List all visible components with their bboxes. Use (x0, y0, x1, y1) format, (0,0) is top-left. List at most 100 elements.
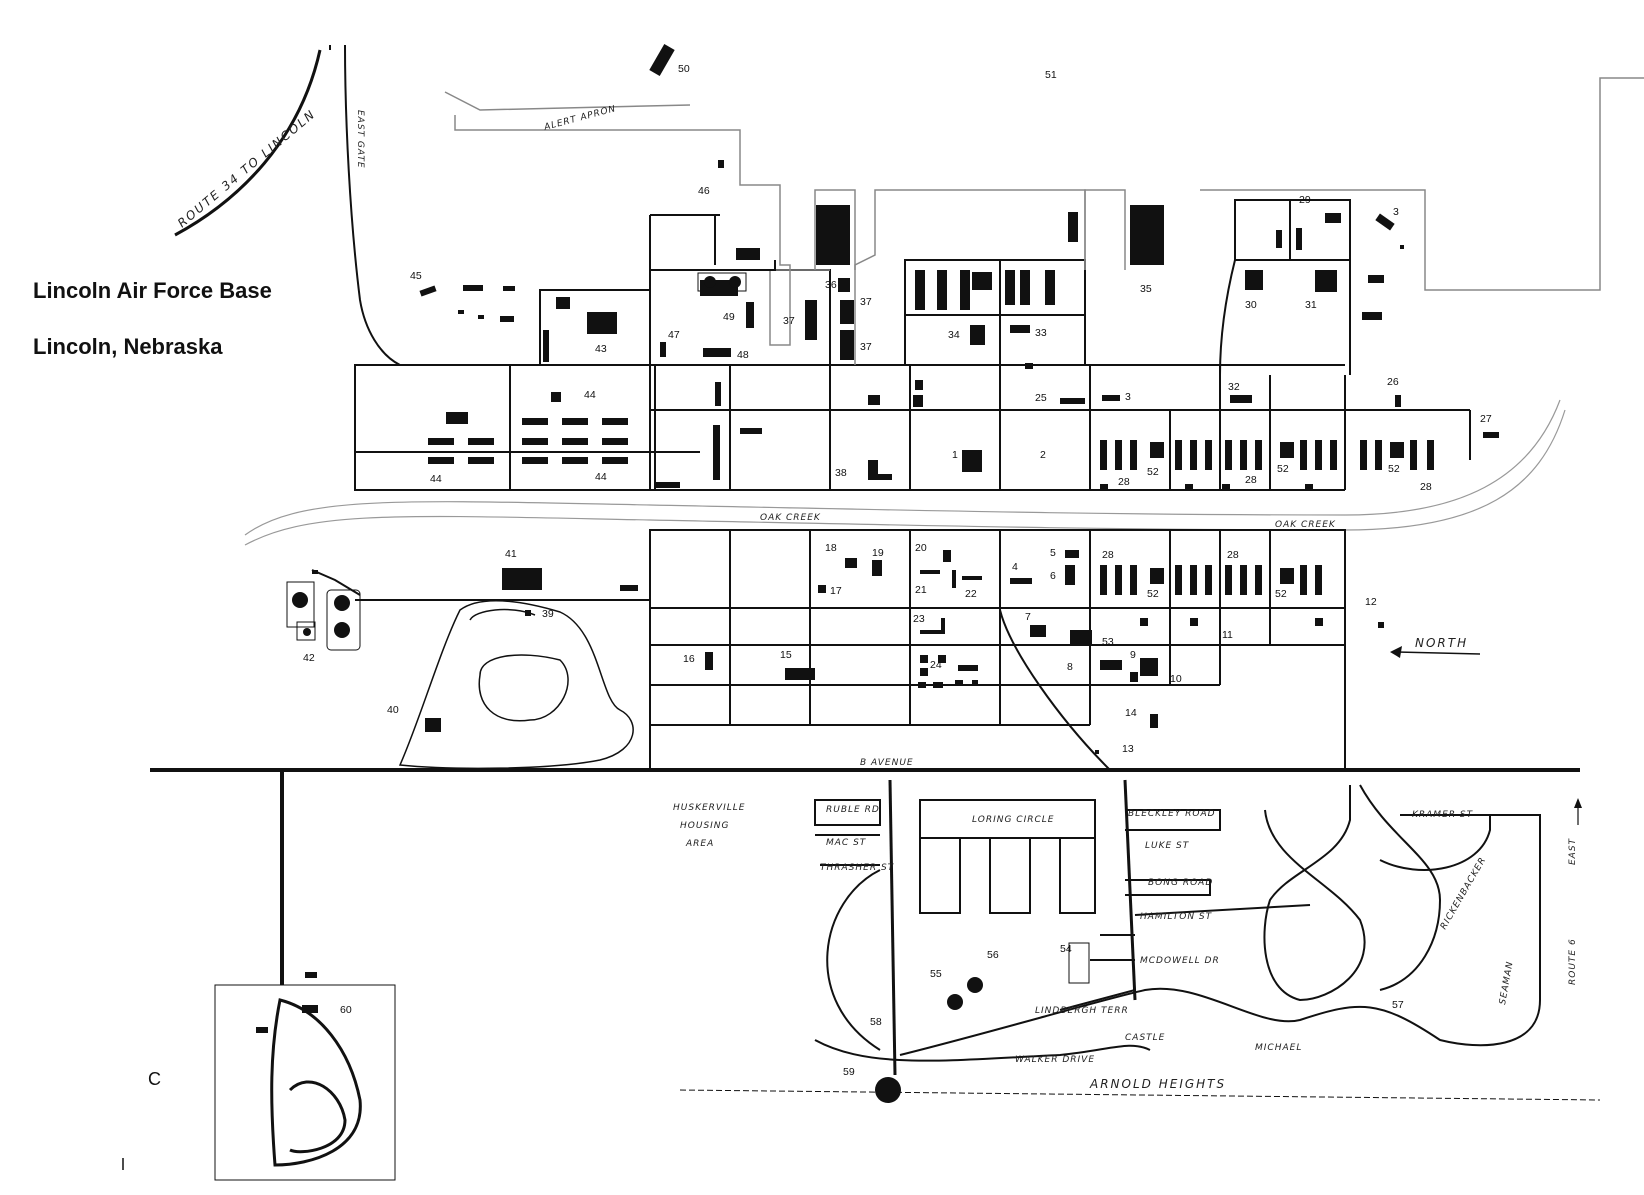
bldg-label-18: 18 (825, 542, 837, 554)
bldg-label-37c: 37 (860, 341, 872, 353)
bldg-label-22: 22 (965, 588, 977, 600)
bldg-label-1: 1 (952, 449, 958, 461)
bldg-label-30: 30 (1245, 299, 1257, 311)
bldg-label-52a: 52 (1147, 466, 1159, 478)
bldg-label-40: 40 (387, 704, 399, 716)
bldg-label-5: 5 (1050, 547, 1056, 559)
huskerville-label-2: HOUSING (680, 821, 730, 831)
map-title-block: Lincoln Air Force Base Lincoln, Nebraska (33, 280, 272, 392)
east-label: EAST (1568, 837, 1578, 865)
bldg-label-45: 45 (410, 270, 422, 282)
east-gate-label: EAST GATE (355, 110, 365, 169)
bldg-label-6: 6 (1050, 570, 1056, 582)
bldg-label-38: 38 (835, 467, 847, 479)
bldg-label-2: 2 (1040, 449, 1046, 461)
map-subtitle: Lincoln, Nebraska (33, 334, 223, 359)
bldg-label-15: 15 (780, 649, 792, 661)
bldg-label-19: 19 (872, 547, 884, 559)
bldg-label-28d: 28 (1102, 549, 1114, 561)
bldg-label-55: 55 (930, 968, 942, 980)
bldg-label-54: 54 (1060, 943, 1072, 955)
lindbergh-terr-label: LINDBERGH TERR (1035, 1006, 1129, 1016)
bldg-label-41: 41 (505, 548, 517, 560)
bldg-label-39: 39 (542, 608, 554, 620)
bldg-label-4: 4 (1012, 561, 1018, 573)
bldg-label-21: 21 (915, 584, 927, 596)
route-34-label: ROUTE 34 TO LINCOLN (175, 107, 319, 231)
building-number-labels: 1 2 3 3 4 5 6 7 8 9 10 11 12 13 14 15 16… (303, 63, 1492, 1078)
bldg-label-59: 59 (843, 1066, 855, 1078)
bldg-label-11: 11 (1222, 629, 1233, 641)
bldg-label-24: 24 (930, 659, 942, 671)
bldg-label-12: 12 (1365, 596, 1377, 608)
bldg-label-16: 16 (683, 653, 695, 665)
creek-label-right: OAK CREEK (1275, 520, 1336, 530)
bldg-label-29: 29 (1299, 194, 1311, 206)
bldg-label-33: 33 (1035, 327, 1047, 339)
fuel-tank-outlines (286, 272, 747, 651)
bldg-label-20: 20 (915, 542, 927, 554)
bldg-label-17: 17 (830, 585, 842, 597)
bldg-label-13: 13 (1122, 743, 1134, 755)
north-arrow-icon (1390, 646, 1582, 825)
bldg-label-56: 56 (987, 949, 999, 961)
seaman-label: SEAMAN (1498, 960, 1516, 1005)
bldg-label-23: 23 (913, 613, 925, 625)
bldg-label-31: 31 (1305, 299, 1317, 311)
bldg-label-53: 53 (1102, 636, 1114, 648)
bldg-label-8: 8 (1067, 661, 1073, 673)
huskerville-label-1: HUSKERVILLE (673, 803, 745, 813)
north-label: NORTH (1415, 636, 1468, 650)
huskerville-label-3: AREA (685, 839, 714, 849)
bldg-label-52e: 52 (1275, 588, 1287, 600)
bldg-label-44b: 44 (430, 473, 442, 485)
bldg-label-3b: 3 (1125, 391, 1131, 403)
bldg-label-28b: 28 (1245, 474, 1257, 486)
bldg-label-34: 34 (948, 329, 960, 341)
corner-mark: C (148, 1069, 161, 1089)
bldg-label-27: 27 (1480, 413, 1492, 425)
creek-label-left: OAK CREEK (760, 513, 821, 523)
mac-st-label: MAC ST (826, 838, 867, 848)
walker-drive-label: WALKER DRIVE (1015, 1055, 1095, 1065)
mcdowell-dr-label: MCDOWELL DR (1140, 956, 1220, 966)
bldg-label-46: 46 (698, 185, 710, 197)
bldg-label-28c: 28 (1420, 481, 1432, 493)
bleckley-road-label: BLECKLEY ROAD (1128, 809, 1216, 819)
bldg-label-52c: 52 (1388, 463, 1400, 475)
bldg-label-28e: 28 (1227, 549, 1239, 561)
bldg-label-10: 10 (1170, 673, 1182, 685)
route-6-label: ROUTE 6 (1568, 938, 1578, 985)
bldg-label-9: 9 (1130, 649, 1136, 661)
bldg-label-3: 3 (1393, 206, 1399, 218)
bldg-label-60: 60 (340, 1004, 352, 1016)
bldg-label-48: 48 (737, 349, 749, 361)
bldg-label-35: 35 (1140, 283, 1152, 295)
bldg-label-28a: 28 (1118, 476, 1130, 488)
bong-road-label: BONG ROAD (1148, 878, 1213, 888)
bldg-label-52b: 52 (1277, 463, 1289, 475)
bldg-label-42: 42 (303, 652, 315, 664)
loring-circle-label: LORING CIRCLE (972, 815, 1054, 825)
bldg-label-26: 26 (1387, 376, 1399, 388)
bldg-label-37b: 37 (860, 296, 872, 308)
kramer-st-label: KRAMER ST (1412, 810, 1474, 820)
castle-label: CASTLE (1125, 1033, 1165, 1043)
bldg-label-44c: 44 (595, 471, 607, 483)
bldg-label-43: 43 (595, 343, 607, 355)
bldg-label-14: 14 (1125, 707, 1137, 719)
ruble-rd-label: RUBLE RD (826, 805, 880, 815)
bldg-label-37a: 37 (783, 315, 795, 327)
thrasher-st-label: THRASHER ST (820, 863, 895, 873)
bldg-label-49: 49 (723, 311, 735, 323)
map-title: Lincoln Air Force Base (33, 278, 272, 303)
hamilton-st-label: HAMILTON ST (1140, 912, 1213, 922)
bldg-label-58: 58 (870, 1016, 882, 1028)
bldg-label-50: 50 (678, 63, 690, 75)
bldg-label-51: 51 (1045, 69, 1057, 81)
bldg-label-36: 36 (825, 279, 837, 291)
bldg-label-7: 7 (1025, 611, 1031, 623)
road-network (150, 44, 1644, 1181)
b-avenue-label: B AVENUE (860, 758, 914, 768)
